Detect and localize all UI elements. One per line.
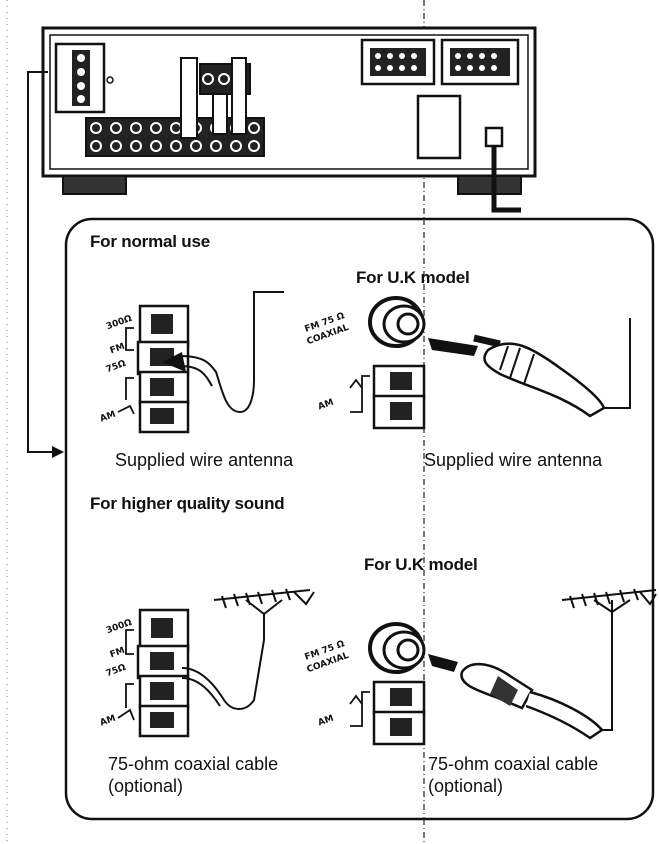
- terminal-block-normal: [117, 291, 284, 434]
- antenna-terminal-block: [54, 42, 114, 114]
- caption-higher-left-2: (optional): [108, 776, 184, 796]
- normal-uk-heading: For U.K model: [356, 268, 470, 287]
- am-terminal-uk-higher: [349, 680, 426, 746]
- am-terminal-uk-normal: [349, 364, 426, 430]
- antenna-right: [561, 588, 657, 613]
- power-cord: [484, 126, 521, 213]
- higher-quality-heading: For higher quality sound: [90, 494, 285, 513]
- speaker-terminals: [360, 38, 520, 86]
- higher-uk-heading: For U.K model: [364, 555, 478, 574]
- caption-normal-left: Supplied wire antenna: [115, 450, 294, 470]
- caption-higher-right-1: 75-ohm coaxial cable: [428, 754, 599, 774]
- terminal-block-higher: [117, 588, 315, 738]
- uk-coaxial-socket-normal: [349, 296, 631, 430]
- connection-lead-arrow: [27, 71, 64, 458]
- rca-jack-panel: [85, 57, 265, 157]
- caption-higher-left-1: 75-ohm coaxial cable: [108, 754, 279, 774]
- caption-normal-right: Supplied wire antenna: [424, 450, 603, 470]
- caption-higher-right-2: (optional): [428, 776, 504, 796]
- antenna-left: [213, 588, 315, 615]
- normal-use-heading: For normal use: [90, 232, 211, 251]
- receiver-rear-panel: [41, 26, 537, 213]
- rear-panel-plate: [416, 94, 462, 160]
- uk-coaxial-socket-higher: [349, 588, 657, 746]
